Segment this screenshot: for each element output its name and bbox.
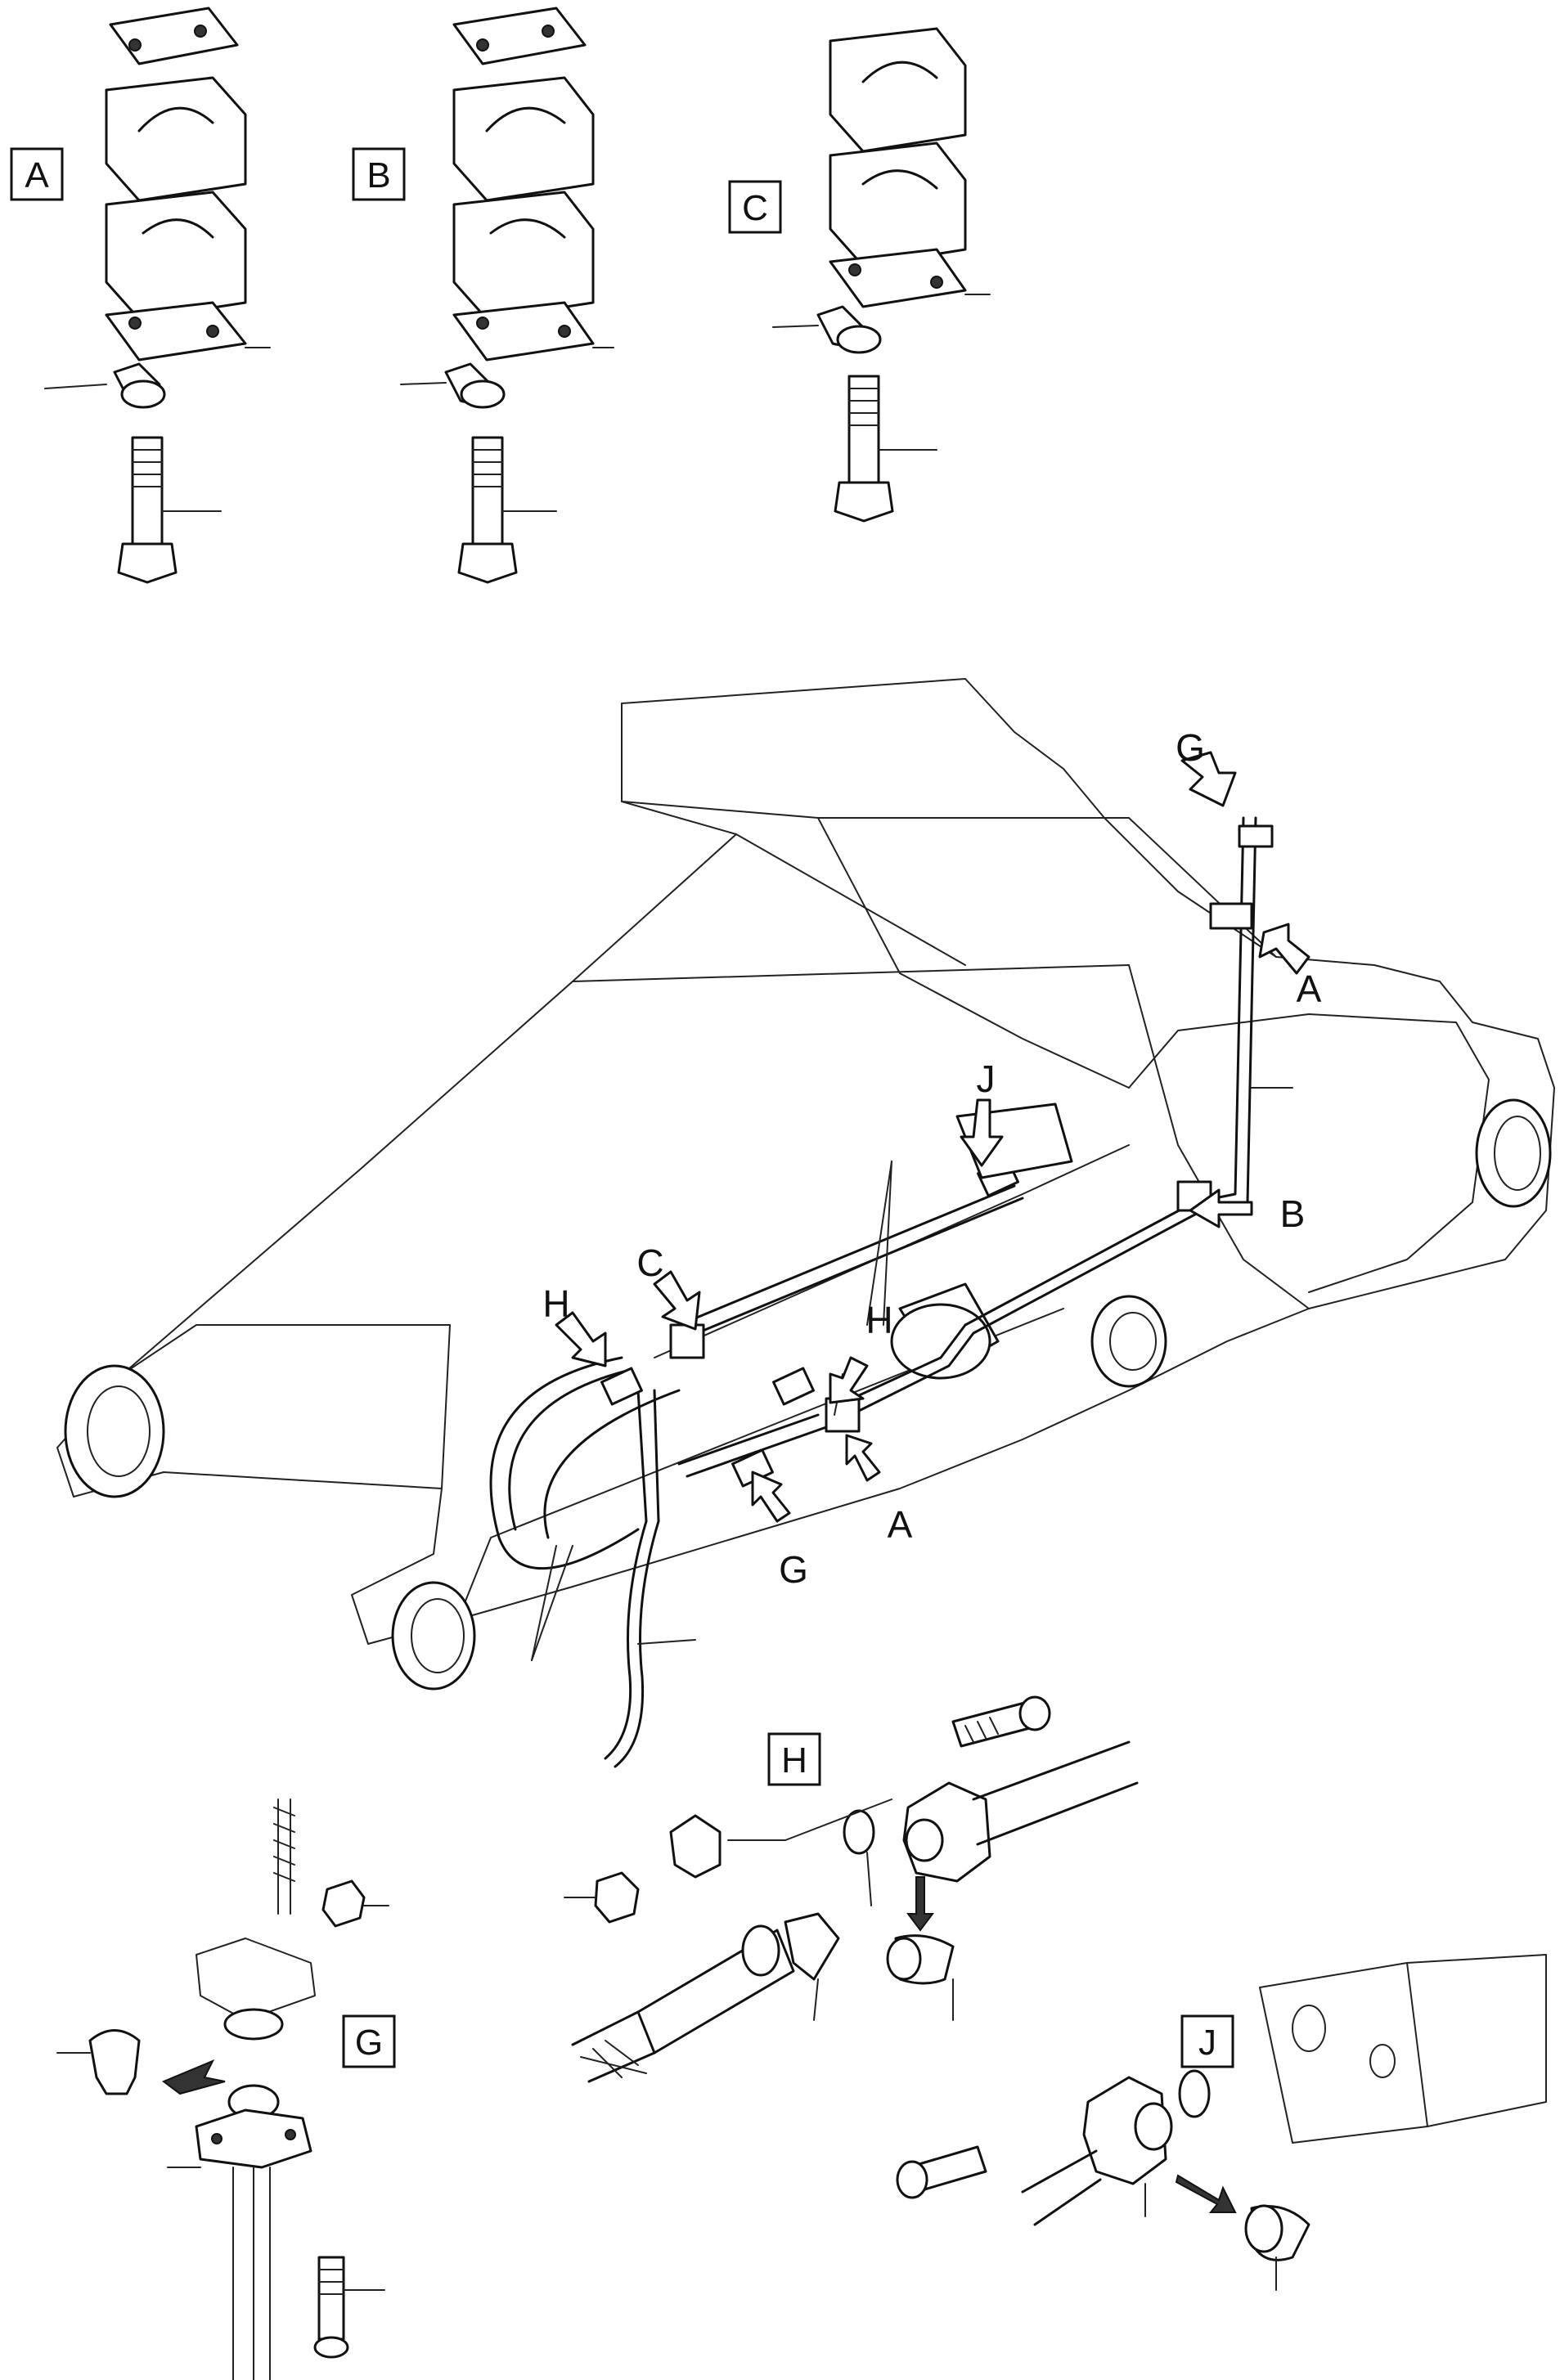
detail-label-g: G — [355, 2023, 383, 2063]
pin-boss-right — [1475, 1098, 1552, 1208]
detail-g-flange-assembly: G — [56, 1798, 396, 2380]
svg-text:B: B — [1280, 1192, 1306, 1235]
excavator-boom — [56, 678, 1555, 1768]
callout-a-lower: A — [845, 1434, 913, 1546]
callout-c: C — [636, 1242, 701, 1331]
callout-g-top: G — [1176, 726, 1237, 807]
pin-boss-left — [64, 1364, 165, 1498]
detail-j-valve-connection: J — [896, 1954, 1547, 2291]
clamp-assembly-b: B — [352, 7, 614, 584]
svg-text:H: H — [865, 1299, 892, 1341]
clamp-assembly-c: C — [728, 27, 991, 523]
detail-label-a: A — [25, 155, 49, 195]
detail-label-j: J — [1198, 2023, 1216, 2063]
callout-h-left: H — [542, 1282, 607, 1367]
detail-label-b: B — [366, 155, 390, 195]
svg-text:J: J — [977, 1058, 996, 1100]
clamp-assembly-a: A — [10, 7, 271, 584]
callout-h-mid: H — [829, 1299, 893, 1404]
svg-text:H: H — [542, 1282, 569, 1325]
callout-g-lower: G — [751, 1471, 808, 1591]
svg-text:G: G — [779, 1548, 808, 1591]
detail-label-h: H — [781, 1740, 807, 1781]
svg-text:G: G — [1176, 726, 1205, 769]
detail-label-c: C — [742, 188, 768, 228]
detail-h-hose-coupling: H — [564, 1695, 1139, 2083]
svg-text:A: A — [888, 1503, 913, 1546]
callout-a-top: A — [1258, 923, 1322, 1010]
callout-j: J — [960, 1058, 1004, 1167]
svg-text:A: A — [1297, 968, 1322, 1010]
pin-boss-mid — [1090, 1295, 1167, 1388]
pin-boss-bottom — [391, 1581, 476, 1691]
callout-b: B — [1189, 1188, 1306, 1235]
svg-text:C: C — [636, 1242, 663, 1284]
